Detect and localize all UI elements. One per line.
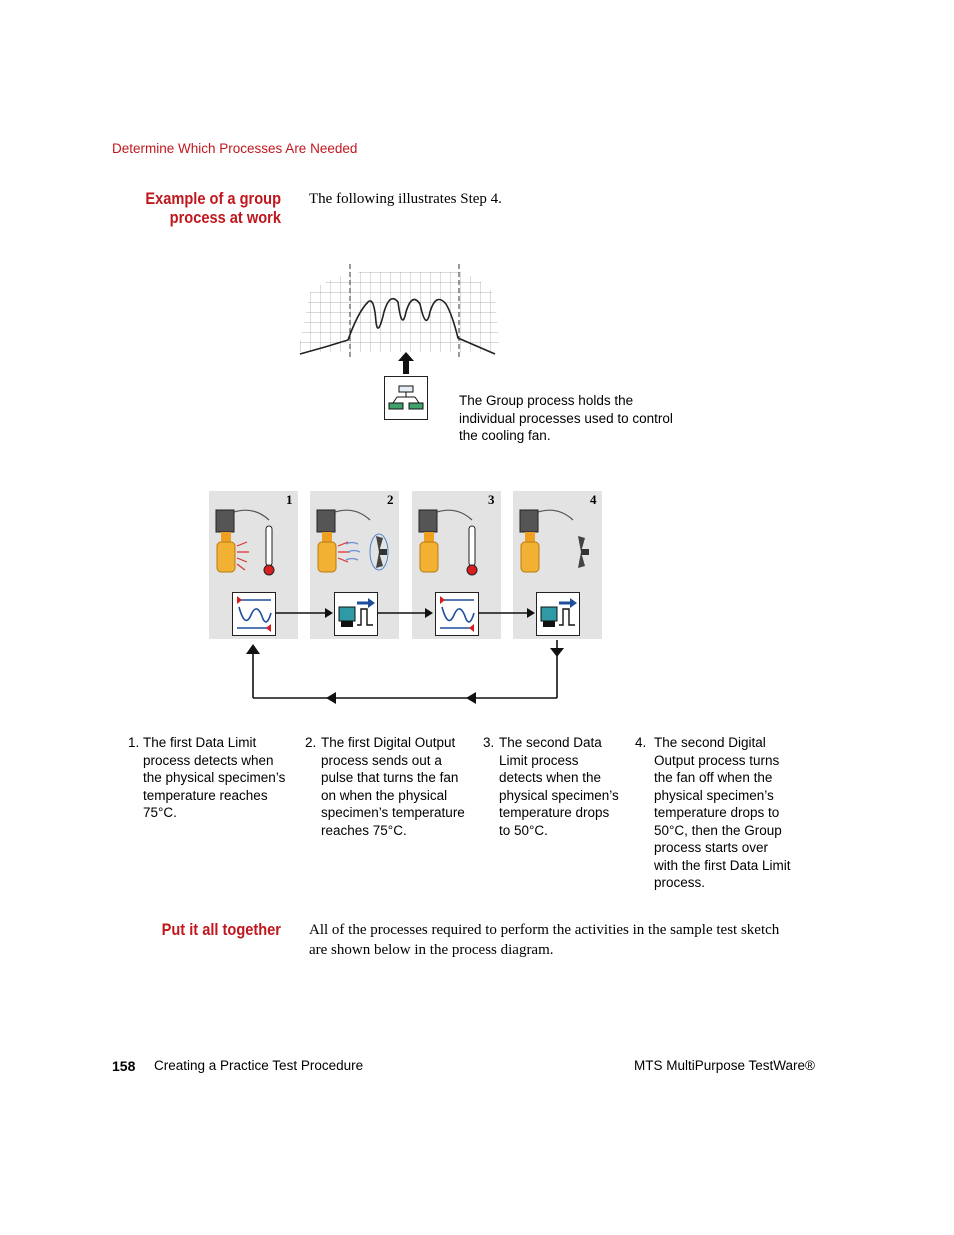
step-4-line: 50°C, then the Group: [654, 822, 782, 838]
heading-line-1: Example of a group: [145, 189, 281, 208]
section-heading-put-together: Put it all together: [161, 920, 281, 939]
step-2-line: reaches 75°C.: [321, 822, 407, 838]
specimen-2: [316, 509, 371, 573]
step-2-number: 2.: [305, 735, 317, 750]
step-3-line: to 50°C.: [499, 822, 548, 838]
step-3-line: Limit process: [499, 752, 579, 768]
step-1-line: The first Data Limit: [143, 735, 257, 750]
panel-number-2: 2: [387, 492, 394, 507]
chart-trace: [299, 297, 496, 355]
step-2-line: The first Digital Output: [321, 735, 456, 750]
step-4-line: The second Digital: [654, 735, 766, 750]
step-2-line: process sends out a: [321, 752, 442, 768]
footer-chapter: Creating a Practice Test Procedure: [154, 1058, 364, 1073]
step-4-line: process starts over: [654, 840, 769, 855]
step-4-line: process.: [654, 875, 706, 890]
step-1-number: 1.: [128, 735, 140, 750]
step-1-line: 75°C.: [143, 805, 177, 820]
section2-body: All of the processes required to perform…: [309, 920, 809, 960]
panel-number-1: 1: [286, 492, 293, 507]
heading-line-2: process at work: [169, 208, 281, 227]
data-limit-icon-1: [232, 592, 276, 636]
step-4-line: Output process turns: [654, 752, 780, 768]
step-3-line: physical specimen’s: [499, 787, 619, 803]
step-1-line: the physical specimen’s: [143, 770, 286, 785]
fan-icon: [578, 536, 589, 568]
step-4-line: temperature drops to: [654, 805, 780, 820]
step-2: 2. The first Digital Output process send…: [305, 734, 480, 844]
fan-icon: [369, 533, 389, 571]
breadcrumb: Determine Which Processes Are Needed: [112, 141, 358, 156]
step-3-line: temperature drops: [499, 805, 610, 820]
digital-output-icon-1: [334, 592, 378, 636]
group-caption-line-3: the cooling fan.: [459, 428, 551, 443]
step-1: 1. The first Data Limit process detects …: [128, 734, 298, 824]
step-3-line: detects when the: [499, 770, 602, 785]
group-caption-line-1: The Group process holds the: [459, 393, 634, 408]
step-4-line: the fan off when the: [654, 770, 773, 785]
step-2-line: pulse that turns the fan: [321, 770, 459, 785]
step-2-line: on when the physical: [321, 787, 448, 803]
step-4-line: physical specimen’s: [654, 787, 774, 803]
step-4-line: with the first Data Limit: [654, 857, 791, 873]
step-4: 4. The second Digital Output process tur…: [635, 734, 810, 894]
group-caption-line-2: individual processes used to control: [459, 410, 673, 426]
strip-chart-figure: [298, 264, 500, 358]
step-3-line: The second Data: [499, 735, 602, 750]
section2-body-line-1: All of the processes required to perform…: [309, 922, 780, 938]
panel-number-3: 3: [488, 492, 495, 507]
section-heading-example: Example of a group process at work: [57, 189, 281, 227]
group-process-icon: [384, 376, 428, 420]
specimen-3: [418, 509, 473, 573]
step-3: 3. The second Data Limit process detects…: [483, 734, 633, 844]
specimen-4: [519, 509, 574, 573]
section2-body-line-2: are shown below in the process diagram.: [309, 942, 554, 958]
step-1-line: temperature reaches: [143, 787, 268, 803]
intro-text: The following illustrates Step 4.: [309, 191, 502, 207]
specimen-illustrations: [215, 509, 589, 576]
thermometer-icon: [466, 525, 478, 576]
specimen-1: [215, 509, 270, 573]
page-number: 158: [112, 1058, 136, 1074]
footer-product: MTS MultiPurpose TestWare®: [634, 1058, 815, 1073]
up-arrow-icon: [398, 352, 414, 374]
data-limit-icon-2: [435, 592, 479, 636]
group-caption: The Group process holds the individual p…: [459, 392, 673, 445]
process-flow-arrows: [246, 608, 564, 704]
step-2-line: specimen’s temperature: [321, 805, 465, 820]
step-4-number: 4.: [635, 735, 647, 750]
step-1-line: process detects when: [143, 752, 274, 768]
digital-output-icon-2: [536, 592, 580, 636]
panel-number-4: 4: [590, 492, 597, 507]
thermometer-icon: [263, 525, 275, 576]
step-3-number: 3.: [483, 735, 495, 750]
